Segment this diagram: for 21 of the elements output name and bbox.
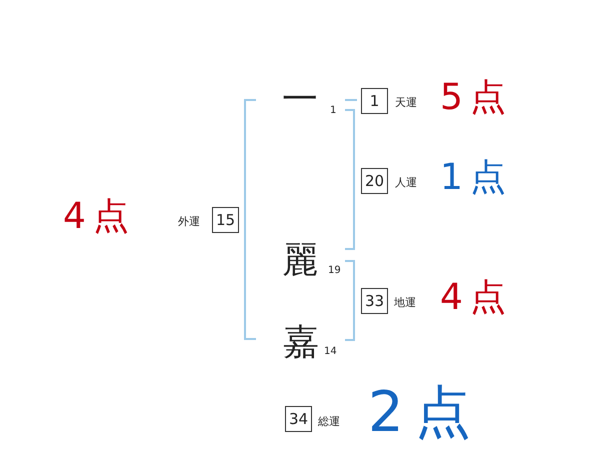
stroke-count: 19 xyxy=(328,266,341,276)
number-box: 1 xyxy=(361,88,388,114)
name-character: 一 xyxy=(282,82,318,118)
name-character: 麗 xyxy=(282,243,318,279)
fortune-label: 地運 xyxy=(394,297,416,308)
score-text: 1点 xyxy=(440,160,514,196)
score-text: 4点 xyxy=(440,280,514,316)
score-text: 5点 xyxy=(440,80,514,116)
number-box: 15 xyxy=(212,207,240,233)
stroke-count: 1 xyxy=(330,106,336,116)
score-text: 2点 xyxy=(368,385,482,441)
fortune-label: 外運 xyxy=(178,216,200,227)
fortune-label: 人運 xyxy=(395,177,417,188)
stroke-count: 14 xyxy=(324,347,337,357)
fortune-label: 天運 xyxy=(395,97,417,108)
name-character: 嘉 xyxy=(283,325,319,361)
number-box: 33 xyxy=(361,288,388,314)
number-box: 20 xyxy=(361,168,388,194)
score-text: 4点 xyxy=(63,199,136,235)
fortune-label: 総運 xyxy=(318,416,340,427)
number-box: 34 xyxy=(285,406,312,432)
